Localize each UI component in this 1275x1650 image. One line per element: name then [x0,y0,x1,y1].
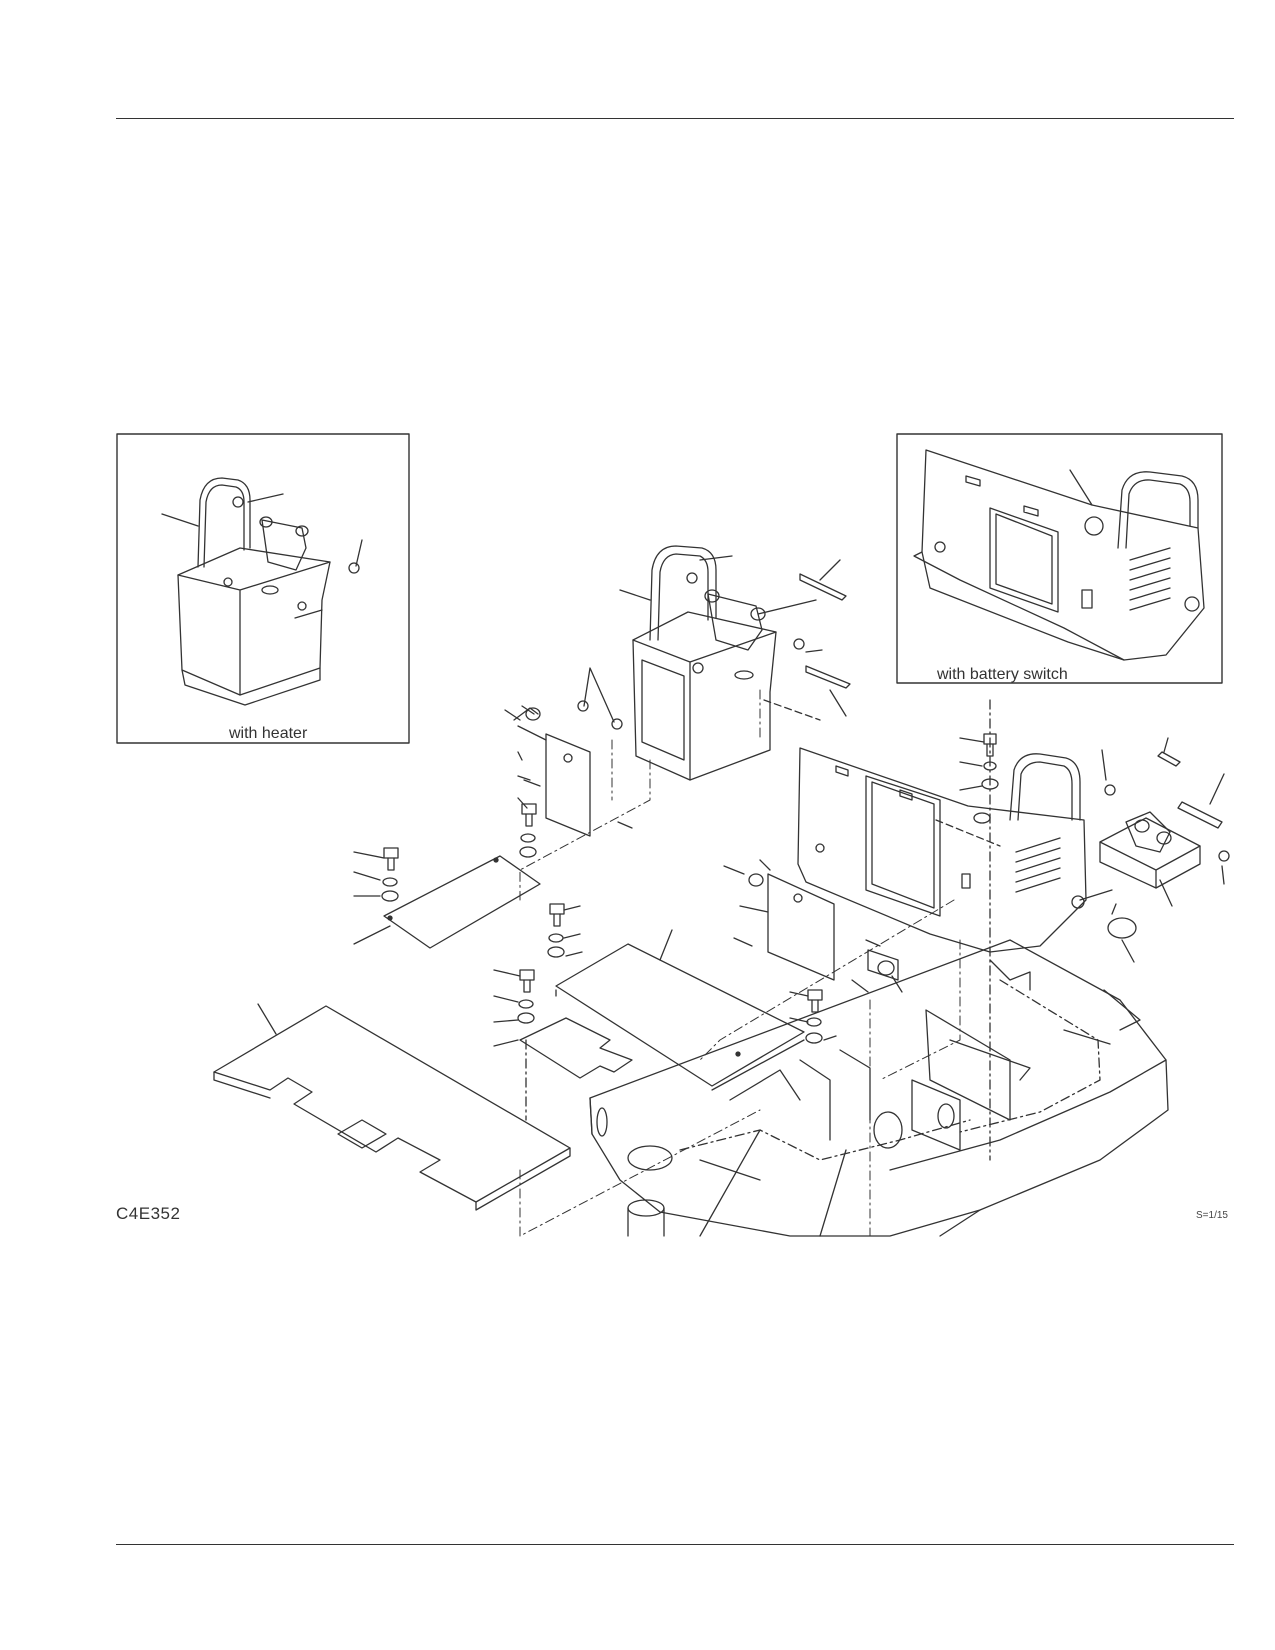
lower-small-plate [493,969,633,1121]
heater-inset [116,433,410,744]
battery-switch-inset [896,433,1223,684]
battery-inset-frame [896,433,1223,684]
seat-mount-bracket [1099,737,1230,907]
heater-hinge [261,519,307,571]
heater-inset-caption: with heater [229,725,308,742]
heater-inset-frame [116,433,410,744]
chassis-frame [589,939,1169,1237]
assembly-guides [519,689,961,1237]
seat-hinge [707,593,763,651]
header-rule [116,118,1234,119]
cap-button [1107,917,1137,939]
heater-box [177,547,331,696]
heater-handle [197,477,251,568]
floor-mat [213,1003,571,1211]
right-side-cover [723,859,903,1044]
center-floor-plate [547,903,805,1091]
seat-stand-assembly [577,545,851,781]
battery-cover-main [797,699,1137,1161]
seat-rail-upper [799,573,847,601]
battery-switch-inset-caption: with battery switch [937,666,1068,683]
seat-stand-box [632,611,777,781]
seat-stand-handle [649,545,717,641]
left-side-cover [504,705,633,858]
seat-rail-lower [805,665,851,689]
left-floor-plate [353,847,541,949]
figure-code: C4E352 [116,1204,181,1223]
figure-scale: S=1/15 [1196,1210,1228,1221]
battery-vents [1129,547,1171,611]
battery-cover-handle [1009,753,1081,821]
battery-cover [921,449,1205,661]
battery-handle [1117,471,1199,549]
footer-rule [116,1544,1234,1545]
